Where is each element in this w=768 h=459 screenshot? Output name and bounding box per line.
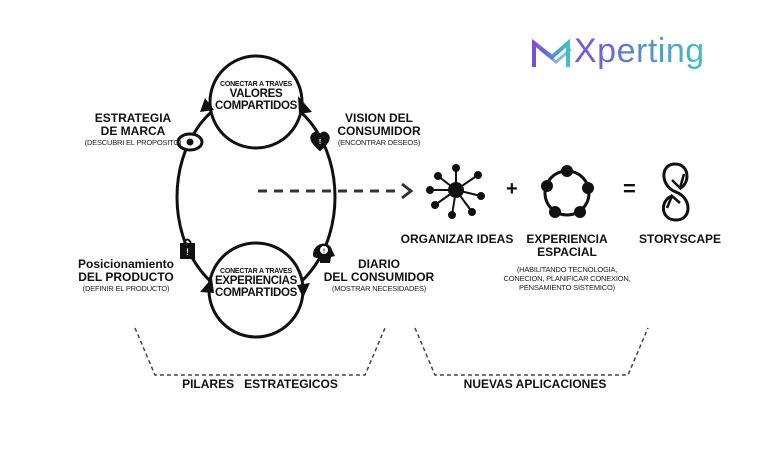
spatial-experience-label: EXPERIENCIA ESPACIAL (HABILITANDO TECNOL… bbox=[495, 232, 639, 293]
brand-strategy-line1: ESTRATEGIA bbox=[94, 111, 172, 125]
network-icon bbox=[426, 164, 485, 219]
product-positioning-line2: DEL PRODUCTO bbox=[78, 270, 174, 284]
eye-icon bbox=[176, 132, 204, 152]
brand-strategy-sub: (DESCUBRI EL PROPOSITO) bbox=[84, 138, 182, 147]
xperting-logo-icon bbox=[532, 38, 572, 67]
consumer-vision-line2: CONSUMIDOR bbox=[337, 124, 421, 138]
spatial-experience-sub1: (HABILITANDO TECNOLOGIA, bbox=[516, 265, 618, 274]
left-bracket bbox=[134, 327, 386, 376]
dashed-arrow-head bbox=[401, 182, 414, 200]
svg-text:!: ! bbox=[323, 249, 325, 255]
shopping-bag-icon: ! bbox=[180, 238, 195, 259]
top-circle-line1: VALORES bbox=[229, 88, 283, 100]
consumer-vision-sub: (ENCONTRAR DESEOS) bbox=[337, 138, 421, 147]
ring-nodes-icon bbox=[541, 165, 594, 218]
consumer-vision-label: VISION DEL CONSUMIDOR (ENCONTRAR DESEOS) bbox=[324, 111, 434, 148]
spatial-experience-line2: ESPACIAL bbox=[537, 245, 597, 259]
spatial-experience-sub3: PENSAMIENTO SISTEMICO) bbox=[519, 283, 615, 292]
arrow-head-top-left bbox=[200, 98, 214, 112]
spatial-experience-line1: EXPERIENCIA bbox=[526, 232, 608, 246]
spatial-experience-sub2: CONECION, PLANIFICAR CONEXION, bbox=[503, 274, 631, 283]
storyscape-label: STORYSCAPE bbox=[638, 232, 722, 246]
pilares-estrategicos-label: PILARES ESTRATEGICOS bbox=[182, 377, 338, 391]
top-circle-line2: COMPARTIDOS bbox=[214, 100, 298, 112]
bottom-circle-line2: COMPARTIDOS bbox=[214, 287, 298, 299]
arrow-head-bottom-right bbox=[297, 283, 310, 298]
bottom-circle-small: CONECTAR A TRAVES bbox=[219, 268, 293, 275]
organize-ideas-label: ORGANIZAR IDEAS bbox=[400, 232, 514, 246]
consumer-diary-line1: DIARIO bbox=[358, 257, 400, 271]
svg-text:!: ! bbox=[319, 139, 321, 146]
storyscape-icon bbox=[662, 162, 690, 222]
arrow-head-top-right bbox=[298, 96, 312, 114]
brand-strategy-label: ESTRATEGIA DE MARCA (DESCUBRI EL PROPOSI… bbox=[78, 111, 188, 148]
product-positioning-line1: Posicionamiento bbox=[77, 257, 175, 271]
consumer-diary-label: DIARIO DEL CONSUMIDOR (MOSTRAR NECESIDAD… bbox=[318, 257, 440, 294]
right-bracket bbox=[414, 327, 649, 376]
svg-text:!: ! bbox=[186, 247, 189, 257]
consumer-vision-line1: VISION DEL bbox=[344, 111, 413, 125]
logo-wordmark: Xperting bbox=[574, 32, 705, 70]
nuevas-aplicaciones-label: NUEVAS APLICACIONES bbox=[463, 377, 607, 391]
plus-sign: + bbox=[506, 178, 518, 200]
bottom-circle-label: CONECTAR A TRAVES EXPERIENCIAS COMPARTID… bbox=[210, 268, 302, 299]
head-idea-icon: ! bbox=[313, 243, 335, 263]
brand-strategy-line2: DE MARCA bbox=[100, 124, 166, 138]
heart-icon: ! bbox=[310, 131, 330, 152]
top-circle-label: CONECTAR A TRAVES VALORES COMPARTIDOS bbox=[210, 81, 302, 112]
product-positioning-label: Posicionamiento DEL PRODUCTO (DEFINIR EL… bbox=[66, 257, 186, 294]
consumer-diary-line2: DEL CONSUMIDOR bbox=[323, 270, 435, 284]
bottom-circle-line1: EXPERIENCIAS bbox=[214, 275, 298, 287]
product-positioning-sub: (DEFINIR EL PRODUCTO) bbox=[82, 284, 170, 293]
arrow-head-bottom-left bbox=[200, 278, 214, 293]
equals-sign: = bbox=[623, 176, 636, 201]
consumer-diary-sub: (MOSTRAR NECESIDADES) bbox=[331, 284, 427, 293]
top-circle-small: CONECTAR A TRAVES bbox=[219, 81, 293, 88]
